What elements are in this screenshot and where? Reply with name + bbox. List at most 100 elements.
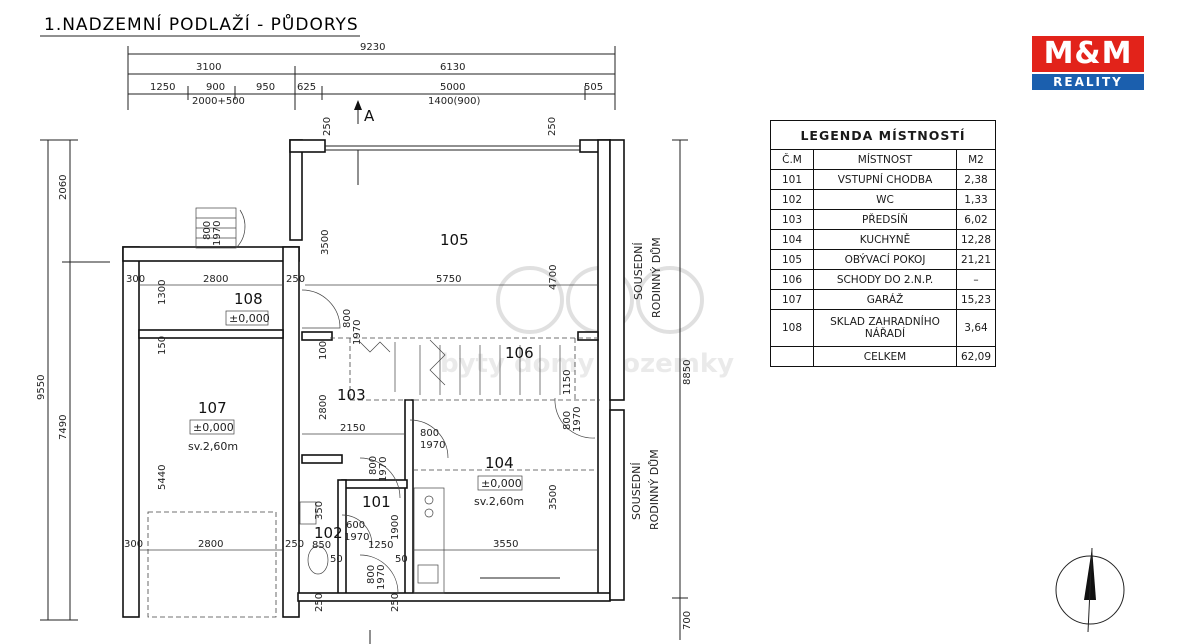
svg-text:300: 300 (126, 274, 145, 285)
room-105: 105 (440, 231, 469, 249)
svg-text:100: 100 (318, 341, 329, 360)
garage-door (147, 511, 277, 618)
svg-text:950: 950 (256, 82, 275, 93)
svg-text:300: 300 (124, 539, 143, 550)
svg-text:2000+500: 2000+500 (192, 96, 245, 107)
svg-text:2800: 2800 (318, 395, 329, 420)
top-dimensions: 9230 3100 6130 1250 900 950 625 5000 505… (127, 42, 616, 110)
svg-text:800: 800 (202, 221, 213, 240)
svg-text:2060: 2060 (58, 175, 69, 200)
legend-title: LEGENDA MÍSTNOSTÍ (770, 120, 996, 150)
door-swings (235, 209, 596, 594)
svg-text:RODINNÝ DŮM: RODINNÝ DŮM (648, 449, 661, 530)
svg-text:RODINNÝ DŮM: RODINNÝ DŮM (650, 237, 663, 318)
svg-text:3550: 3550 (493, 539, 518, 550)
svg-text:1300: 1300 (157, 280, 168, 305)
room-104: 104 (485, 454, 514, 472)
svg-text:800: 800 (420, 428, 439, 439)
room-108: 108 (234, 290, 263, 308)
svg-text:50: 50 (395, 554, 408, 565)
room-103: 103 (337, 386, 366, 404)
kitchen-counter (413, 469, 598, 594)
svg-text:A: A (364, 107, 375, 125)
right-dimensions: 8850 700 (672, 139, 693, 640)
svg-text:4700: 4700 (548, 265, 559, 290)
svg-text:SOUSEDNÍ: SOUSEDNÍ (632, 242, 645, 300)
svg-text:7490: 7490 (58, 415, 69, 440)
svg-text:8850: 8850 (682, 360, 693, 385)
north-arrow-icon (1055, 547, 1125, 633)
svg-text:2800: 2800 (198, 539, 223, 550)
dim-right: 6130 (440, 62, 465, 73)
legend-header: MÍSTNOST (813, 149, 957, 170)
svg-text:1970: 1970 (420, 440, 445, 451)
svg-text:1400(900): 1400(900) (428, 96, 480, 107)
svg-text:800: 800 (366, 565, 377, 584)
svg-text:250: 250 (390, 593, 401, 612)
svg-text:250: 250 (322, 117, 333, 136)
svg-text:SOUSEDNÍ: SOUSEDNÍ (630, 462, 643, 520)
legend-header: M2 (956, 149, 996, 170)
dim-left: 3100 (196, 62, 221, 73)
svg-text:250: 250 (285, 539, 304, 550)
svg-text:3500: 3500 (548, 485, 559, 510)
watermark: byty domy pozemky (440, 266, 734, 379)
door-labels: 800 1970 800 1970 800 1970 800 1970 600 … (202, 221, 583, 590)
dimension-labels: 250 250 3500 4700 5750 2800 300 250 1300… (124, 117, 598, 612)
svg-text:600: 600 (346, 520, 365, 531)
svg-text:3500: 3500 (320, 230, 331, 255)
wc-fittings (299, 501, 329, 575)
neighbor-labels: SOUSEDNÍ RODINNÝ DŮM SOUSEDNÍ RODINNÝ DŮ… (630, 237, 663, 530)
room-101: 101 (362, 493, 391, 511)
svg-text:sv.2,60m: sv.2,60m (188, 440, 238, 453)
left-dimensions: 2060 9550 7490 (36, 139, 110, 621)
svg-text:800: 800 (562, 411, 573, 430)
svg-text:9550: 9550 (36, 375, 47, 400)
svg-text:5440: 5440 (157, 465, 168, 490)
room-106: 106 (505, 344, 534, 362)
svg-text:1970: 1970 (212, 221, 223, 246)
stair-106 (330, 337, 600, 401)
svg-text:1900: 1900 (390, 515, 401, 540)
svg-text:±0,000: ±0,000 (193, 421, 234, 434)
svg-text:800: 800 (368, 456, 379, 475)
walls (122, 139, 625, 618)
svg-text:sv.2,60m: sv.2,60m (474, 495, 524, 508)
svg-text:5750: 5750 (436, 274, 461, 285)
svg-text:700: 700 (682, 611, 693, 630)
svg-text:1150: 1150 (562, 370, 573, 395)
svg-text:350: 350 (314, 501, 325, 520)
svg-text:±0,000: ±0,000 (229, 312, 270, 325)
svg-text:625: 625 (297, 82, 316, 93)
svg-text:1970: 1970 (344, 532, 369, 543)
svg-text:250: 250 (314, 593, 325, 612)
logo-top: M&M (1032, 36, 1144, 72)
logo-bottom: REALITY (1032, 74, 1144, 90)
svg-text:150: 150 (157, 336, 168, 355)
svg-text:2150: 2150 (340, 423, 365, 434)
plan-title: 1.NADZEMNÍ PODLAŽÍ - PŮDORYS (44, 13, 359, 35)
room-107: 107 (198, 399, 227, 417)
svg-text:800: 800 (342, 309, 353, 328)
svg-text:850: 850 (312, 540, 331, 551)
entry-steps (195, 207, 237, 249)
svg-text:250: 250 (286, 274, 305, 285)
svg-text:900: 900 (206, 82, 225, 93)
svg-text:1970: 1970 (376, 565, 387, 590)
svg-text:±0,000: ±0,000 (481, 477, 522, 490)
svg-text:1970: 1970 (572, 407, 583, 432)
svg-text:250: 250 (547, 117, 558, 136)
room-labels: 105 108 ±0,000 106 103 107 ±0,000 sv.2,6… (188, 231, 534, 542)
svg-text:2800: 2800 (203, 274, 228, 285)
svg-text:50: 50 (330, 554, 343, 565)
